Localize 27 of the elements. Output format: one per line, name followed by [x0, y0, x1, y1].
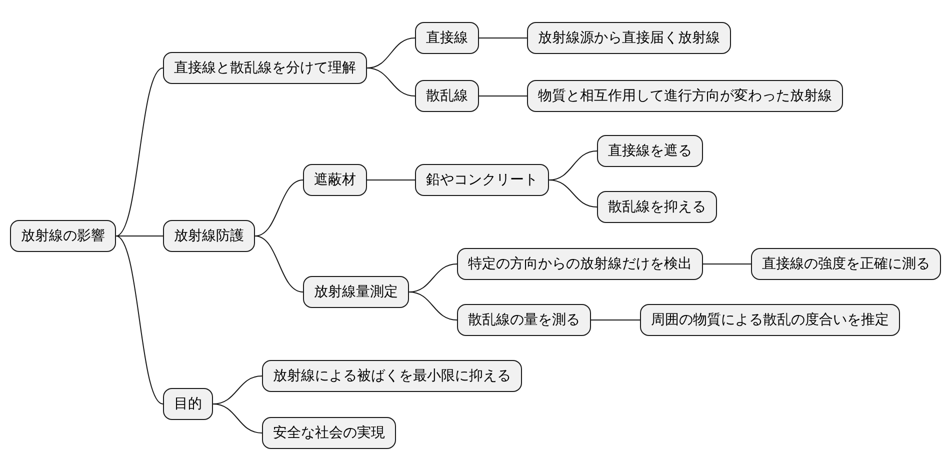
topic-box: 直接線を遮る	[597, 135, 703, 167]
connector-line	[116, 236, 164, 404]
connector-line	[254, 180, 304, 236]
topic-box: 周囲の物質による散乱の度合いを推定	[640, 304, 900, 336]
topic-box: 目的	[163, 388, 213, 420]
topic-box: 放射線量測定	[303, 276, 409, 308]
topic-box: 放射線防護	[163, 220, 255, 252]
connector-line	[254, 236, 304, 292]
topic-box: 遮蔽材	[303, 164, 367, 196]
connector-line	[366, 68, 416, 96]
topic-box: 物質と相互作用して進行方向が変わった放射線	[527, 80, 843, 112]
topic-box: 安全な社会の実現	[262, 417, 396, 449]
topic-box: 直接線の強度を正確に測る	[751, 248, 941, 280]
topic-box: 直接線と散乱線を分けて理解	[163, 52, 367, 84]
topic-box: 放射線による被ばくを最小限に抑える	[262, 360, 522, 392]
topic-box: 放射線源から直接届く放射線	[527, 22, 731, 54]
topic-box: 放射線の影響	[10, 220, 116, 252]
topic-box: 散乱線の量を測る	[457, 304, 591, 336]
connector-line	[408, 292, 458, 320]
topic-box: 特定の方向からの放射線だけを検出	[457, 248, 703, 280]
topic-box: 散乱線	[415, 80, 479, 112]
topic-box: 直接線	[415, 22, 479, 54]
connector-line	[212, 404, 262, 434]
connector-line	[548, 180, 598, 208]
connector-line	[116, 68, 164, 236]
topic-box: 散乱線を抑える	[597, 191, 717, 223]
topic-box: 鉛やコンクリート	[415, 164, 549, 196]
